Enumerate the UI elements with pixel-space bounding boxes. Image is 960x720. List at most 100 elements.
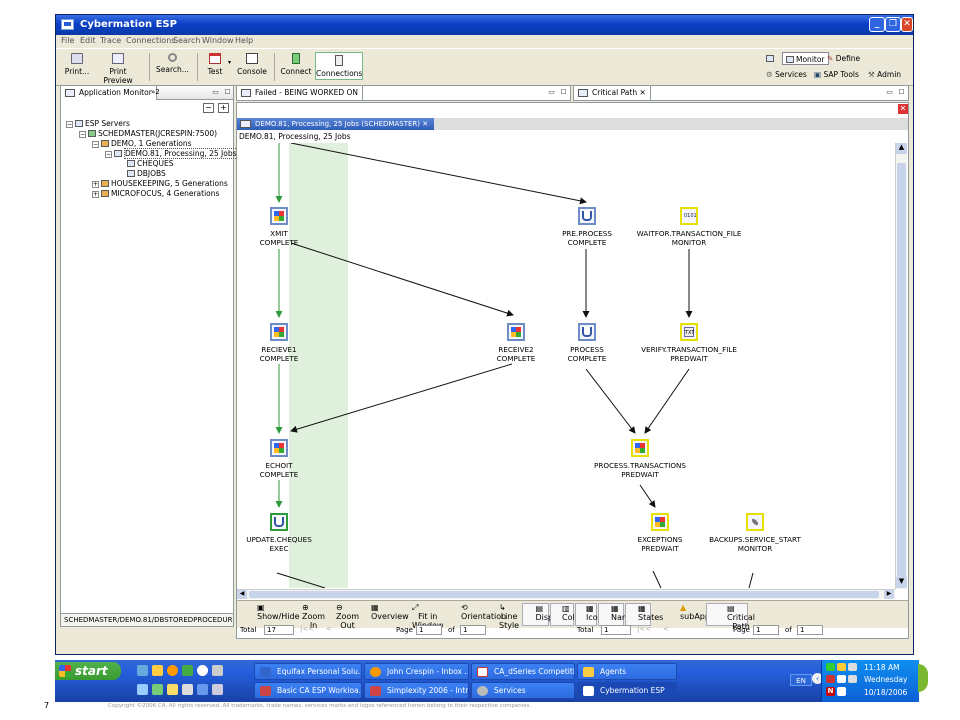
critical-path-button[interactable]: ▤Critical Path xyxy=(706,603,755,631)
tab-application-monitor[interactable]: Application Monitor xyxy=(61,86,157,100)
quicklaunch-outlook-icon[interactable] xyxy=(167,684,178,695)
tray-signal-icon[interactable] xyxy=(837,687,846,696)
pager-first-icon[interactable]: |<< xyxy=(300,625,315,633)
pager-prev-icon[interactable]: < xyxy=(663,625,669,633)
collapse-all-button[interactable]: − xyxy=(203,103,214,113)
job-node-recieve1[interactable] xyxy=(270,323,288,341)
maximize-view-icon[interactable]: ☐ xyxy=(560,88,567,96)
tab-overflow[interactable]: »2 xyxy=(151,88,160,96)
tray-security-icon[interactable] xyxy=(826,675,835,683)
orientation-button[interactable]: ⟲Orientation xyxy=(442,603,506,621)
horizontal-scroll-thumb[interactable] xyxy=(249,591,879,598)
job-node-receive2[interactable] xyxy=(507,323,525,341)
tree-item-microfocus[interactable]: +MICROFOCUS, 4 Generations xyxy=(92,189,219,199)
close-button[interactable]: ✕ xyxy=(901,17,913,32)
tray-network-icon[interactable] xyxy=(826,663,835,671)
job-node-transactions[interactable] xyxy=(631,439,649,457)
expand-all-button[interactable]: + xyxy=(218,103,229,113)
job-node-xmit[interactable] xyxy=(270,207,288,225)
test-button[interactable]: Test xyxy=(203,53,227,83)
tray-sync-icon[interactable] xyxy=(837,675,846,683)
scroll-left-icon[interactable]: ◀ xyxy=(237,590,247,599)
tree-item-cheques[interactable]: CHEQUES xyxy=(127,159,174,169)
start-button[interactable]: start xyxy=(55,662,121,680)
title-bar[interactable]: Cybermation ESP _ ❐ ✕ xyxy=(56,15,913,35)
menu-window[interactable]: Window xyxy=(202,36,234,45)
display-button[interactable]: ▤Display xyxy=(522,603,565,626)
task-services[interactable]: Services xyxy=(471,682,575,699)
admin-perspective[interactable]: ⚒ Admin xyxy=(868,68,901,81)
job-node-exceptions[interactable] xyxy=(651,513,669,531)
task-outlook-inbox[interactable]: John Crespin - Inbox ... xyxy=(364,663,469,680)
menu-trace[interactable]: Trace xyxy=(100,36,122,45)
connect-button[interactable]: Connect xyxy=(280,53,312,83)
names-button[interactable]: ▦Names xyxy=(598,603,639,626)
menu-file[interactable]: File xyxy=(61,36,75,45)
subapplication-button[interactable]: ▲subApplication xyxy=(655,603,739,621)
job-node-preprocess[interactable] xyxy=(578,207,596,225)
tray-printer-icon[interactable] xyxy=(848,675,857,683)
quicklaunch-desktop-icon[interactable] xyxy=(137,684,148,695)
test-dropdown-icon[interactable]: ▾ xyxy=(228,59,232,66)
scroll-up-icon[interactable]: ▲ xyxy=(896,143,907,154)
job-node-process[interactable] xyxy=(578,323,596,341)
task-equifax[interactable]: Equifax Personal Solu... xyxy=(254,663,362,680)
job-node-cheques[interactable] xyxy=(270,513,288,531)
quicklaunch-ie-icon[interactable] xyxy=(137,665,148,676)
tree-item-housekeeping[interactable]: +HOUSEKEEPING, 5 Generations xyxy=(92,179,228,189)
quicklaunch-folder-icon[interactable] xyxy=(152,665,163,676)
minimize-view-icon[interactable]: ▭ xyxy=(886,88,893,96)
collapse-icon[interactable]: − xyxy=(66,121,73,128)
menu-help[interactable]: Help xyxy=(235,36,254,45)
quicklaunch-terminal-icon[interactable] xyxy=(212,684,223,695)
zoom-in-button[interactable]: ⊕Zoom In xyxy=(287,603,325,630)
job-node-echoit[interactable] xyxy=(270,439,288,457)
icons-button[interactable]: ▦Icons xyxy=(575,603,607,626)
collapse-icon[interactable]: − xyxy=(92,141,99,148)
zoom-out-button[interactable]: ⊖Zoom Out xyxy=(319,603,359,630)
restore-button[interactable]: ❐ xyxy=(885,17,901,32)
tree-item-generation[interactable]: −DEMO.81, Processing, 25 Jobs xyxy=(105,148,238,159)
menu-connections[interactable]: Connections xyxy=(126,36,176,45)
quicklaunch-messenger-icon[interactable] xyxy=(167,665,178,676)
collapse-icon[interactable]: − xyxy=(105,151,112,158)
quicklaunch-tools-icon[interactable] xyxy=(212,665,223,676)
vertical-scrollbar[interactable]: ▲ ▼ xyxy=(895,143,907,589)
expand-icon[interactable]: + xyxy=(92,191,99,198)
pager-prev-icon[interactable]: < xyxy=(326,625,332,633)
tree-item-esp-servers[interactable]: −ESP Servers xyxy=(66,119,130,129)
sap-tools-perspective[interactable]: ▣ SAP Tools xyxy=(814,68,859,81)
task-agents[interactable]: Agents xyxy=(577,663,677,680)
services-perspective[interactable]: ⚙ Services xyxy=(766,68,807,81)
overview-button[interactable]: ▦Overview xyxy=(354,603,409,621)
expand-icon[interactable]: + xyxy=(92,181,99,188)
fit-in-window-button[interactable]: ⤢Fit in Window xyxy=(388,603,444,630)
maximize-view-icon[interactable]: ☐ xyxy=(224,88,231,96)
clock-time[interactable]: 11:18 AM xyxy=(864,663,900,672)
close-tab-icon[interactable]: ✕ xyxy=(639,88,646,97)
tree-item-dbjobs[interactable]: DBJOBS xyxy=(127,169,166,179)
colors-button[interactable]: ▥Colors xyxy=(550,603,587,626)
language-indicator[interactable]: EN xyxy=(790,674,812,686)
open-perspective-button[interactable] xyxy=(766,52,776,65)
tray-expand-icon[interactable]: ‹ xyxy=(812,673,823,684)
connections-button[interactable]: Connections xyxy=(315,52,363,80)
quicklaunch-users-icon[interactable] xyxy=(182,684,193,695)
horizontal-scrollbar[interactable]: ◀ ▶ xyxy=(237,589,895,599)
line-style-button[interactable]: ↳Line Style xyxy=(480,603,519,630)
pager-first-icon[interactable]: |<< xyxy=(637,625,652,633)
quicklaunch-app-icon[interactable] xyxy=(182,665,193,676)
quicklaunch-window-icon[interactable] xyxy=(197,684,208,695)
console-button[interactable]: Console xyxy=(237,53,267,83)
task-basic-ca-esp[interactable]: Basic CA ESP Workloa... xyxy=(254,682,362,699)
monitor-perspective[interactable]: Monitor xyxy=(782,52,829,65)
tray-messenger-icon[interactable] xyxy=(837,663,846,671)
job-node-verify[interactable]: TXT xyxy=(680,323,698,341)
quicklaunch-network-icon[interactable] xyxy=(152,684,163,695)
define-perspective[interactable]: ✎ Define xyxy=(827,52,860,65)
show-hide-button[interactable]: ▣Show/Hide xyxy=(239,603,300,621)
page-input[interactable]: 1 xyxy=(416,625,442,635)
tab-failed[interactable]: Failed - BEING WORKED ON xyxy=(237,86,364,100)
minimize-button[interactable]: _ xyxy=(869,17,885,32)
job-node-backups[interactable] xyxy=(746,513,764,531)
